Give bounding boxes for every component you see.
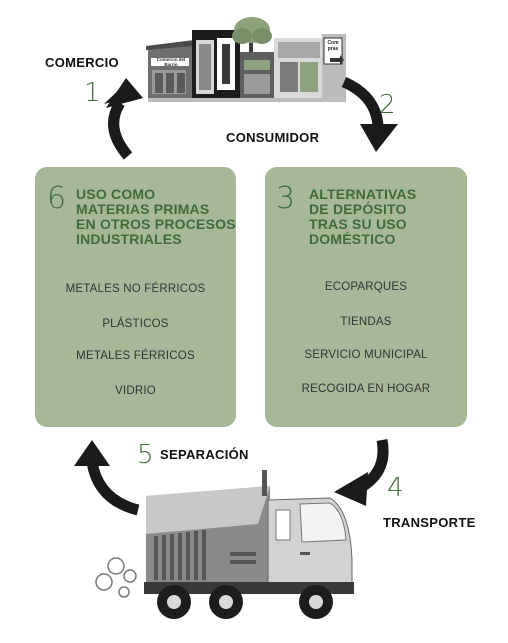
materias-title: USO COMO MATERIAS PRIMAS EN OTROS PROCES… xyxy=(76,187,236,247)
materias-item: PLÁSTICOS xyxy=(102,318,169,330)
step-2-number: 2 xyxy=(379,90,396,120)
shop-sign-right: Com pras xyxy=(327,40,339,52)
step-5-number: 5 xyxy=(137,440,154,470)
alternativas-title: ALTERNATIVAS DE DEPÓSITO TRAS SU USO DOM… xyxy=(309,187,416,247)
consumidor-label: CONSUMIDOR xyxy=(226,130,320,145)
separacion-label: SEPARACIÓN xyxy=(160,447,249,462)
arrow-to-consumidor xyxy=(341,76,398,152)
alternativas-title-line-4: DOMÉSTICO xyxy=(309,231,396,247)
alternativas-item: ECOPARQUES xyxy=(324,281,408,293)
alternativas-item: TIENDAS xyxy=(340,316,392,328)
transporte-label: TRANSPORTE xyxy=(383,515,476,530)
alternativas-item: SERVICIO MUNICIPAL xyxy=(304,349,428,361)
step-3-number: 3 xyxy=(276,181,296,216)
materias-panel: 6 USO COMO MATERIAS PRIMAS EN OTROS PROC… xyxy=(35,167,236,427)
materias-item: METALES FÉRRICOS xyxy=(76,350,195,362)
step-1-number: 1 xyxy=(84,78,101,108)
alternativas-panel: 3 ALTERNATIVAS DE DEPÓSITO TRAS SU USO D… xyxy=(265,167,467,427)
materias-item: VIDRIO xyxy=(115,385,156,397)
arrow-to-materias xyxy=(74,440,140,516)
step-6-number: 6 xyxy=(47,181,67,216)
shop-sign-left: Comercio del Barrio xyxy=(156,57,186,67)
alternativas-title-line-1: ALTERNATIVAS xyxy=(309,186,417,202)
materias-title-line-4: INDUSTRIALES xyxy=(76,231,182,247)
garbage-truck xyxy=(95,470,354,619)
materias-item: METALES NO FÉRRICOS xyxy=(65,283,206,295)
step-4-number: 4 xyxy=(387,473,404,503)
comercio-label: COMERCIO xyxy=(45,55,119,70)
materias-title-line-2: MATERIAS PRIMAS xyxy=(76,201,210,217)
materias-title-line-3: EN OTROS PROCESOS xyxy=(76,216,236,232)
shops-illustration xyxy=(146,17,346,102)
materias-title-line-1: USO COMO xyxy=(76,186,156,202)
alternativas-title-line-2: DE DEPÓSITO xyxy=(309,201,407,217)
arrow-to-transporte xyxy=(334,438,389,506)
alternativas-title-line-3: TRAS SU USO xyxy=(309,216,407,232)
alternativas-item: RECOGIDA EN HOGAR xyxy=(301,383,431,395)
arrow-to-comercio xyxy=(104,78,143,160)
